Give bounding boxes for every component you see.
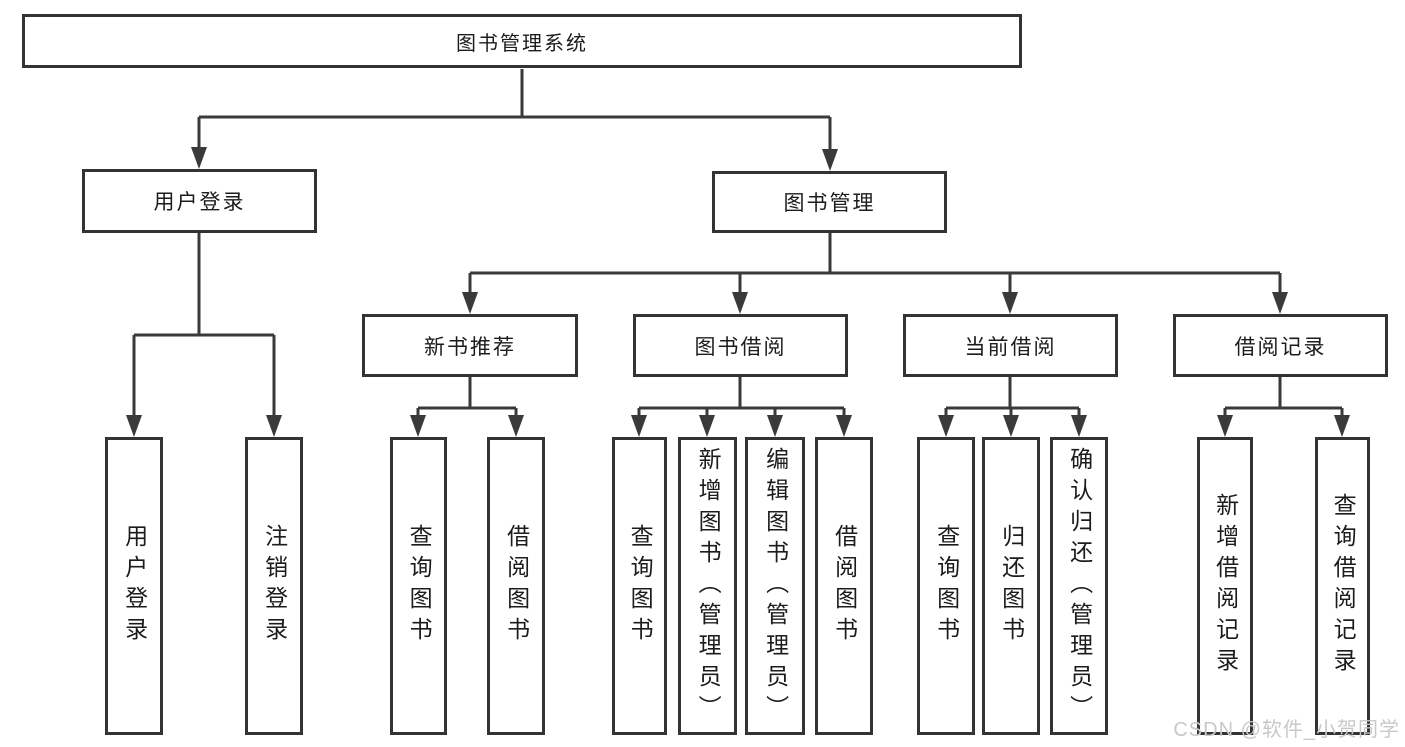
leaf-return-books-label: 归还图书: [998, 524, 1025, 648]
leaf-borrow-books-recommend-label: 借阅图书: [503, 524, 530, 648]
node-book-borrowing: 图书借阅: [633, 314, 848, 377]
leaf-logout-label: 注销登录: [261, 524, 288, 648]
leaf-query-books-current: 查询图书: [917, 437, 975, 735]
leaf-add-book-admin-label: 新增图书（管理员）: [695, 446, 722, 726]
leaf-user-login: 用户登录: [105, 437, 163, 735]
leaf-borrow-books-recommend: 借阅图书: [487, 437, 545, 735]
node-borrowing-records: 借阅记录: [1173, 314, 1388, 377]
leaf-query-books-recommend: 查询图书: [390, 437, 447, 735]
leaf-return-books: 归还图书: [982, 437, 1040, 735]
node-book-management: 图书管理: [712, 171, 947, 233]
node-current-borrowing: 当前借阅: [903, 314, 1118, 377]
leaf-query-books-current-label: 查询图书: [933, 524, 960, 648]
leaf-query-borrow-record-label: 查询借阅记录: [1330, 493, 1357, 679]
leaf-add-book-admin: 新增图书（管理员）: [678, 437, 737, 735]
leaf-edit-book-admin: 编辑图书（管理员）: [745, 437, 805, 735]
leaf-confirm-return-admin-label: 确认归还（管理员）: [1066, 446, 1093, 726]
leaf-query-books-borrow: 查询图书: [612, 437, 667, 735]
leaf-borrow-books-label: 借阅图书: [831, 524, 858, 648]
leaf-query-books-recommend-label: 查询图书: [406, 524, 433, 648]
leaf-user-login-label: 用户登录: [121, 524, 148, 648]
leaf-query-books-borrow-label: 查询图书: [627, 524, 654, 648]
leaf-borrow-books: 借阅图书: [815, 437, 873, 735]
leaf-confirm-return-admin: 确认归还（管理员）: [1050, 437, 1108, 735]
node-user-login: 用户登录: [82, 169, 317, 233]
leaf-add-borrow-record-label: 新增借阅记录: [1212, 493, 1239, 679]
csdn-watermark: CSDN @软件_小贺同学: [1173, 719, 1400, 741]
leaf-query-borrow-record: 查询借阅记录: [1315, 437, 1370, 735]
node-library-management-system: 图书管理系统: [22, 14, 1022, 68]
leaf-edit-book-admin-label: 编辑图书（管理员）: [762, 446, 789, 726]
arrowheads: [126, 147, 1350, 437]
leaf-logout: 注销登录: [245, 437, 303, 735]
leaf-add-borrow-record: 新增借阅记录: [1197, 437, 1253, 735]
node-new-book-recommendation: 新书推荐: [362, 314, 578, 377]
